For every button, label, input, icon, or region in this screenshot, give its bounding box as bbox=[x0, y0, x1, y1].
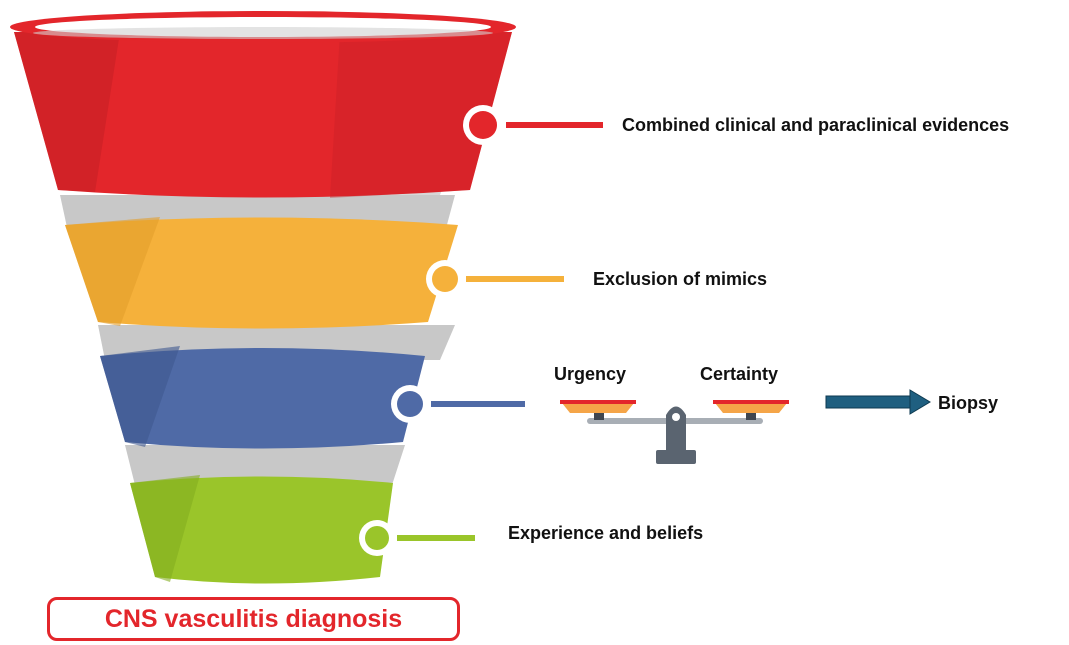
connector-red bbox=[463, 105, 603, 145]
funnel-layer-green bbox=[130, 475, 393, 584]
label-urgency: Urgency bbox=[554, 364, 627, 384]
label-biopsy: Biopsy bbox=[938, 393, 999, 413]
connector-orange bbox=[426, 260, 564, 298]
funnel-layer-red bbox=[10, 11, 516, 198]
label-exclusion-of-mimics: Exclusion of mimics bbox=[593, 269, 768, 289]
label-combined-evidences: Combined clinical and paraclinical evide… bbox=[622, 115, 1010, 135]
connector-green bbox=[359, 520, 475, 556]
diagnosis-label: CNS vasculitis diagnosis bbox=[104, 604, 403, 633]
funnel-layer-orange bbox=[65, 217, 458, 329]
diagnosis-box: CNS vasculitis diagnosis bbox=[47, 597, 460, 641]
label-experience-and-beliefs: Experience and beliefs bbox=[508, 523, 704, 543]
balance-scale-icon bbox=[560, 400, 789, 464]
funnel-layer-blue bbox=[100, 346, 425, 449]
label-certainty: Certainty bbox=[700, 364, 779, 384]
arrow-right-icon bbox=[825, 389, 931, 415]
connector-blue bbox=[391, 385, 525, 423]
